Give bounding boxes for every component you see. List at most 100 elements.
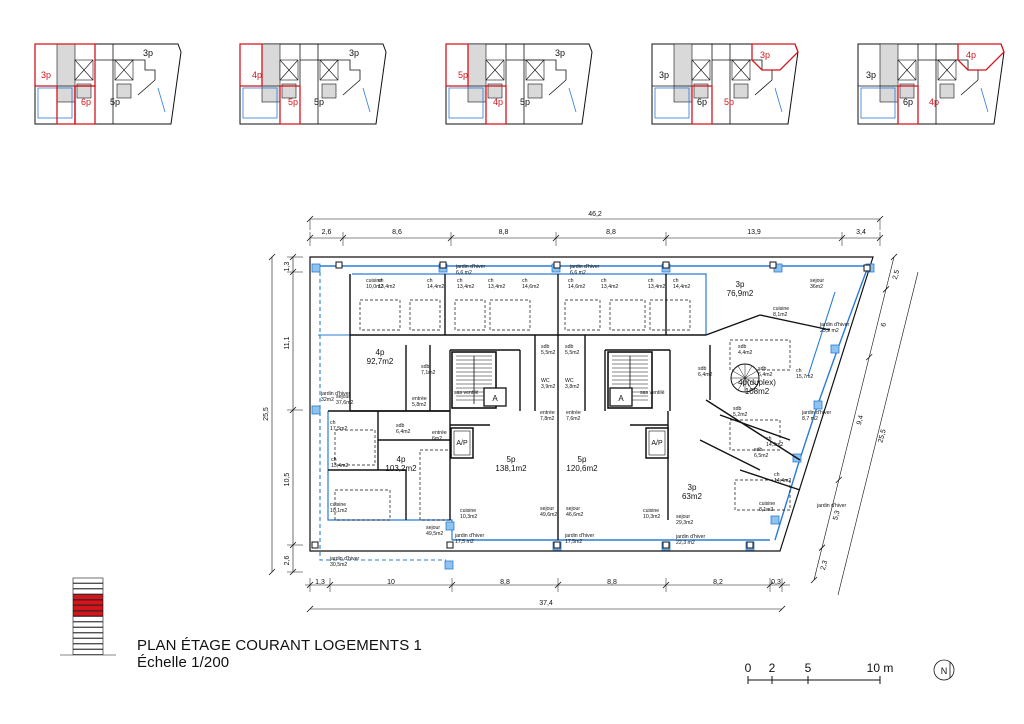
column-marker xyxy=(662,261,670,269)
key-plan-label: 3p xyxy=(41,70,51,80)
dimension-line xyxy=(837,271,919,596)
key-plan-glazing xyxy=(362,87,371,113)
key-plan-lift-cross xyxy=(319,59,339,81)
interior-wall xyxy=(705,314,761,336)
room-labels: cuisine10,0m2ch13,4m2ch14,4m2ch13,4m2ch1… xyxy=(320,264,850,568)
legend-level xyxy=(72,621,104,628)
unit-area: 120,6m2 xyxy=(566,464,598,473)
legend-level xyxy=(72,594,104,600)
interior-wall xyxy=(719,414,791,441)
dimension-right: 9,4 xyxy=(856,414,865,425)
furniture-outline xyxy=(564,299,601,331)
key-plan-stair xyxy=(733,83,749,99)
dimension-bottom: 8,8 xyxy=(607,579,617,586)
room-area: 7,8m2 xyxy=(540,416,555,422)
dimension-top: 13,9 xyxy=(747,229,761,236)
dimension-top: 8,6 xyxy=(392,229,402,236)
structural-column xyxy=(770,515,780,525)
furniture-outline xyxy=(419,449,451,521)
dimension-top-total: 46,2 xyxy=(588,211,602,218)
room-name: jardin d'hiver xyxy=(569,264,600,270)
column-marker xyxy=(439,261,447,269)
room-area: 5,5m2 xyxy=(541,350,556,356)
room-area: 13,4m2 xyxy=(331,463,348,469)
dimension-tick xyxy=(890,253,898,261)
room-name: sas ventilé xyxy=(640,390,665,396)
key-plan-stair xyxy=(76,83,92,99)
room-name: ch xyxy=(648,278,654,284)
key-plan-stagger xyxy=(958,59,979,96)
room-name: sdb xyxy=(541,344,549,350)
dimension-right: 2,5 xyxy=(892,269,901,280)
room-name: jardin d'hiver xyxy=(816,503,847,509)
dimension-right: 5,3 xyxy=(832,510,841,521)
shaft-symbol: A/P xyxy=(456,440,468,447)
dimension-bottom: 8,2 xyxy=(713,579,723,586)
legend-level xyxy=(72,588,104,595)
interior-wall xyxy=(699,439,761,471)
room-name: sas ventilé xyxy=(454,390,479,396)
key-plan-label: 6p xyxy=(697,97,707,107)
room-area: 13,4m2 xyxy=(488,284,505,290)
room-area: 46,6m2 xyxy=(566,512,583,518)
dimension-right: 2,3 xyxy=(820,560,829,571)
dimension-tick xyxy=(865,353,873,361)
key-plan-lift-cross xyxy=(937,59,957,81)
room-name: sdb xyxy=(421,364,429,370)
key-plan-label: 5p xyxy=(724,97,734,107)
room-label: jardin d'hiver xyxy=(816,503,847,509)
interior-wall xyxy=(705,399,801,461)
key-plan-label: 5p xyxy=(458,70,468,80)
key-plan-glazing xyxy=(654,87,690,119)
plan-scale: Échelle 1/200 xyxy=(137,654,230,671)
shaft-inner xyxy=(453,430,471,456)
spiral-tread xyxy=(744,377,758,386)
key-plan-highlight xyxy=(691,85,713,125)
key-plan-label: 3p xyxy=(866,70,876,80)
room-area: 13,4m2 xyxy=(457,284,474,290)
unit-type: 4p(duplex) xyxy=(738,378,776,387)
room-area: 17,5m2 xyxy=(565,539,582,545)
spiral-tread xyxy=(744,370,758,379)
legend-level xyxy=(72,577,104,584)
key-plan-stair xyxy=(116,83,132,99)
key-plan-highlight xyxy=(239,43,263,87)
north-circle xyxy=(933,659,955,681)
unit-area: 103,2m2 xyxy=(385,464,417,473)
title-block: PLAN ÉTAGE COURANT LOGEMENTS 1 Échelle 1… xyxy=(137,637,467,671)
key-plan-label: 6p xyxy=(903,97,913,107)
room-area: 29,3m2 xyxy=(676,520,693,526)
lift-cage xyxy=(483,387,507,407)
room-area: 6,6 m2 xyxy=(456,270,472,276)
room-area: 13,4m2 xyxy=(648,284,665,290)
legend-level xyxy=(72,643,104,650)
furniture-outline xyxy=(359,299,401,331)
room-label: sas ventilé xyxy=(640,390,665,396)
furniture-outline xyxy=(334,429,376,466)
room-name: sejour xyxy=(810,278,824,284)
room-area: 17,5m2 xyxy=(330,426,347,432)
spiral-tread xyxy=(737,377,746,391)
room-name: sejour xyxy=(566,506,580,512)
room-area: 14,4m2 xyxy=(673,284,690,290)
key-plan-highlight xyxy=(957,43,1005,71)
room-area: 13,4m2 xyxy=(378,284,395,290)
dimension-bottom: 0,3 xyxy=(771,579,781,586)
dimension-left: 10,5 xyxy=(284,473,291,487)
room-name: cuisine xyxy=(643,508,659,514)
